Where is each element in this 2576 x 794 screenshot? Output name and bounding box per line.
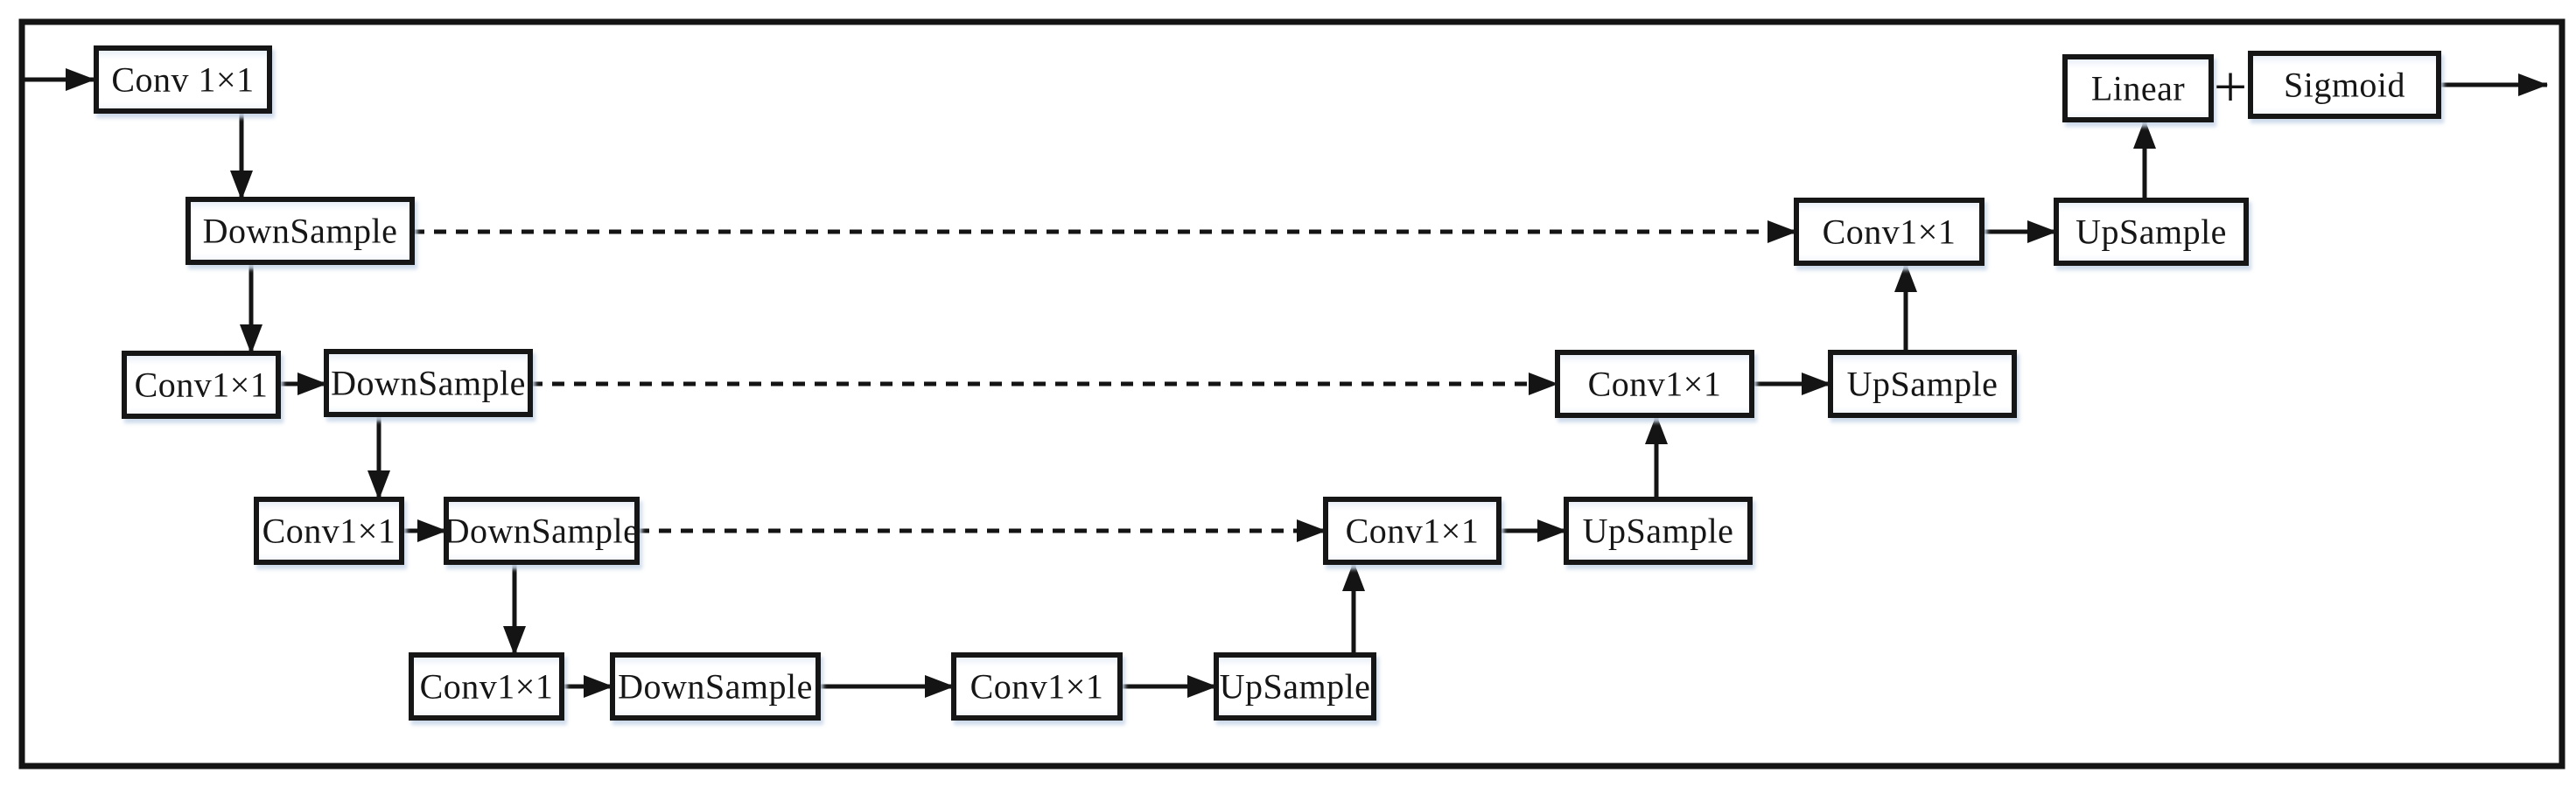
node-sigmoid: Sigmoid: [2248, 51, 2441, 119]
node-up1: UpSample: [2054, 198, 2249, 266]
node-conv_r3-label: Conv1×1: [1346, 512, 1480, 551]
node-conv_l5: Conv1×1: [951, 652, 1123, 721]
node-conv_r2-label: Conv1×1: [1588, 365, 1722, 404]
node-up3-box: [1564, 497, 1753, 565]
node-up2-box: [1828, 350, 2017, 418]
node-ds4-box: [610, 652, 821, 721]
node-ds2-label: DownSample: [331, 364, 526, 403]
node-ds1: DownSample: [186, 197, 415, 265]
node-up2-label: UpSample: [1847, 365, 1998, 404]
node-up2: UpSample: [1828, 350, 2017, 418]
node-ds2: DownSample: [324, 349, 533, 417]
node-linear: Linear: [2062, 54, 2214, 122]
node-up3-label: UpSample: [1583, 512, 1734, 551]
node-conv_l4-box: [409, 652, 564, 721]
node-up4: UpSample: [1214, 652, 1376, 721]
node-linear-box: [2062, 54, 2214, 122]
node-conv_r1-label: Conv1×1: [1823, 212, 1956, 252]
node-conv_in-label: Conv 1×1: [111, 60, 254, 100]
node-up4-box: [1214, 652, 1376, 721]
node-conv_r2-box: [1555, 350, 1754, 418]
node-conv_l3: Conv1×1: [254, 497, 404, 565]
node-conv_r3-box: [1323, 497, 1502, 565]
node-ds4-label: DownSample: [618, 667, 813, 707]
node-ds4: DownSample: [610, 652, 821, 721]
node-conv_in-box: [94, 45, 272, 114]
node-up3: UpSample: [1564, 497, 1753, 565]
node-up1-box: [2054, 198, 2249, 266]
node-conv_r3: Conv1×1: [1323, 497, 1502, 565]
node-ds1-box: [186, 197, 415, 265]
node-conv_l2: Conv1×1: [122, 351, 281, 419]
node-conv_r1: Conv1×1: [1794, 198, 1984, 266]
node-sigmoid-label: Sigmoid: [2284, 66, 2405, 105]
node-up4-label: UpSample: [1220, 667, 1371, 707]
node-ds3-label: DownSample: [444, 512, 640, 551]
connector-layer: [22, 68, 2548, 698]
node-up1-label: UpSample: [2076, 212, 2227, 252]
node-ds1-label: DownSample: [203, 212, 398, 251]
node-conv_l5-label: Conv1×1: [970, 667, 1104, 707]
node-sigmoid-box: [2248, 51, 2441, 119]
node-conv_l5-box: [951, 652, 1123, 721]
node-conv_l4: Conv1×1: [409, 652, 564, 721]
plus-operator: +: [2214, 53, 2247, 120]
node-conv_r1-box: [1794, 198, 1984, 266]
node-conv_l3-label: Conv1×1: [262, 512, 396, 551]
node-ds3-box: [444, 497, 640, 565]
node-ds2-box: [324, 349, 533, 417]
node-conv_l2-box: [122, 351, 281, 419]
node-ds3: DownSample: [444, 497, 640, 565]
node-conv_l4-label: Conv1×1: [420, 667, 554, 707]
node-conv_l3-box: [254, 497, 404, 565]
node-conv_in: Conv 1×1: [94, 45, 272, 114]
diagram-frame: [18, 18, 2566, 770]
node-linear-label: Linear: [2091, 69, 2185, 108]
node-conv_l2-label: Conv1×1: [135, 366, 269, 405]
node-conv_r2: Conv1×1: [1555, 350, 1754, 418]
